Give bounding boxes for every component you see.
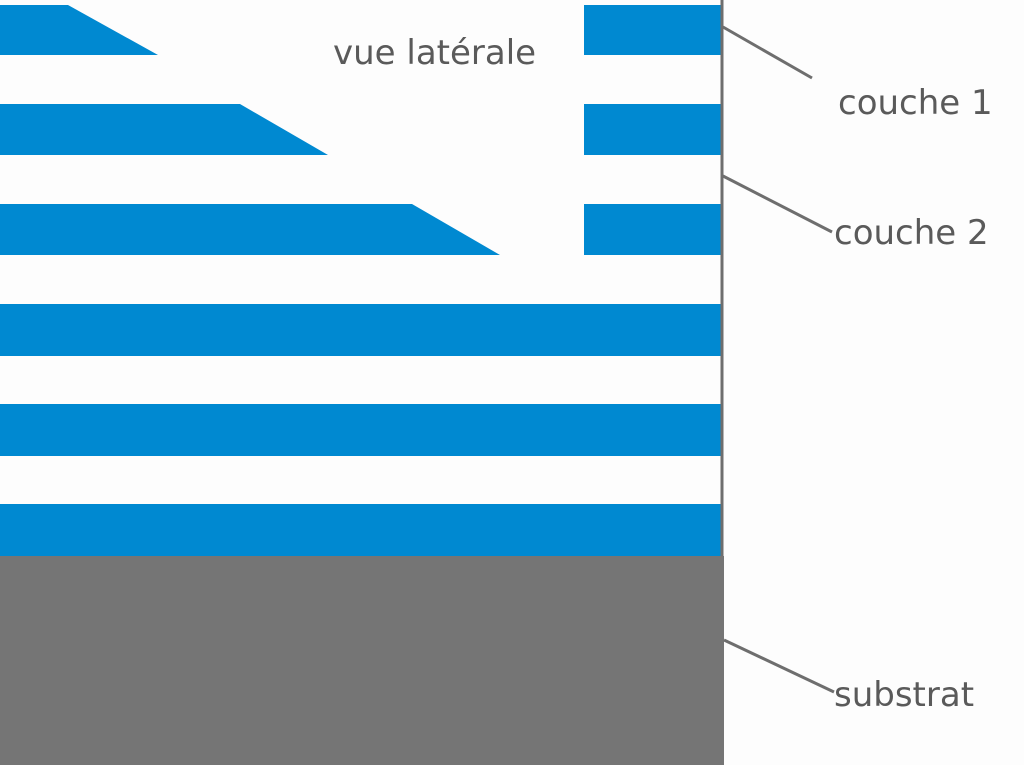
leader-line-layer2 [722, 174, 833, 234]
label-layer1: couche 1 [838, 83, 993, 123]
substrate-block [0, 556, 724, 765]
layer-band-full-1 [0, 304, 722, 356]
label-layer2: couche 2 [834, 213, 989, 253]
view-label: vue latérale [333, 33, 536, 73]
layer-band-right-2 [584, 104, 722, 155]
leader-line-layer1 [722, 25, 813, 80]
label-substrate: substrat [834, 675, 974, 715]
layer-band-top-step-2 [0, 104, 328, 155]
layer-band-top-step-1 [0, 5, 158, 55]
layer-band-top-step-3 [0, 204, 500, 255]
layer-band-full-3 [0, 504, 722, 556]
leader-line-substrate [723, 638, 835, 694]
layer-band-right-1 [584, 5, 722, 55]
layer-band-full-2 [0, 404, 722, 456]
layer-band-right-3 [584, 204, 722, 255]
